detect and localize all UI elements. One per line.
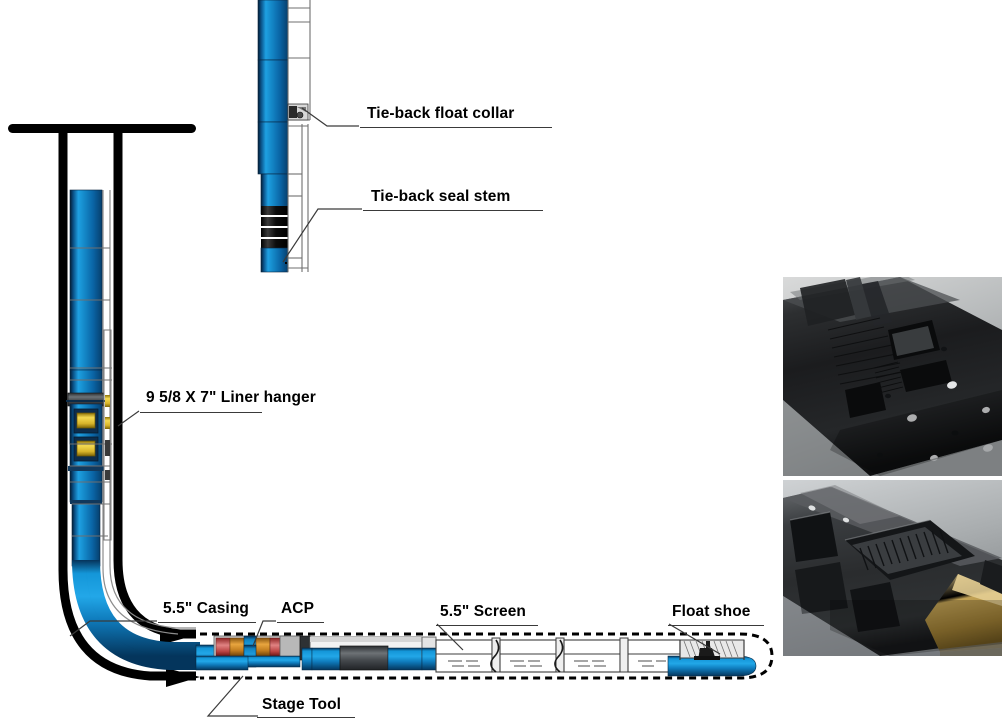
label-casing: 5.5" Casing [163, 600, 249, 617]
liner-hanger-slips [69, 403, 103, 467]
screen-joints [435, 637, 681, 673]
stage-tool-photograph [783, 277, 1002, 476]
label-acp: ACP [281, 600, 315, 617]
vertical-liner-string [66, 189, 200, 670]
float-collar-valve [287, 103, 309, 121]
liner-hanger-photograph [783, 480, 1002, 656]
leader-casing [69, 620, 157, 637]
label-tieback-seal-stem: Tie-back seal stem [371, 188, 511, 205]
label-underline-tieback-float-collar [360, 127, 552, 129]
leader-float-shoe [668, 623, 721, 655]
open-hole-dashed-outline [200, 632, 774, 680]
label-underline-casing [158, 622, 256, 624]
stage-tool [299, 635, 423, 671]
leader-tieback-seal-stem [282, 208, 362, 263]
leader-liner-hanger [117, 410, 140, 427]
label-float-shoe: Float shoe [672, 603, 751, 620]
acp-assembly [213, 635, 301, 668]
leader-stage-tool [206, 675, 258, 717]
label-underline-tieback-seal-stem [363, 210, 543, 212]
horizontal-completion-string [195, 635, 757, 677]
label-underline-float-shoe [668, 625, 764, 627]
leader-screen [436, 623, 464, 651]
tie-back-assembly-detail [257, 0, 311, 273]
wellhead-ground-line [8, 124, 196, 133]
leader-tieback-float-collar [301, 107, 359, 127]
label-screen: 5.5" Screen [440, 603, 527, 620]
label-liner-hanger: 9 5/8 X 7" Liner hanger [146, 389, 316, 406]
label-stage-tool: Stage Tool [262, 696, 342, 713]
label-tieback-float-collar: Tie-back float collar [367, 105, 515, 122]
label-underline-screen [436, 625, 538, 627]
seal-stack [260, 206, 289, 273]
leader-acp [252, 620, 276, 647]
label-underline-liner-hanger [140, 412, 262, 414]
label-underline-stage-tool [257, 717, 355, 719]
float-shoe [679, 639, 745, 660]
label-underline-acp [277, 622, 324, 624]
